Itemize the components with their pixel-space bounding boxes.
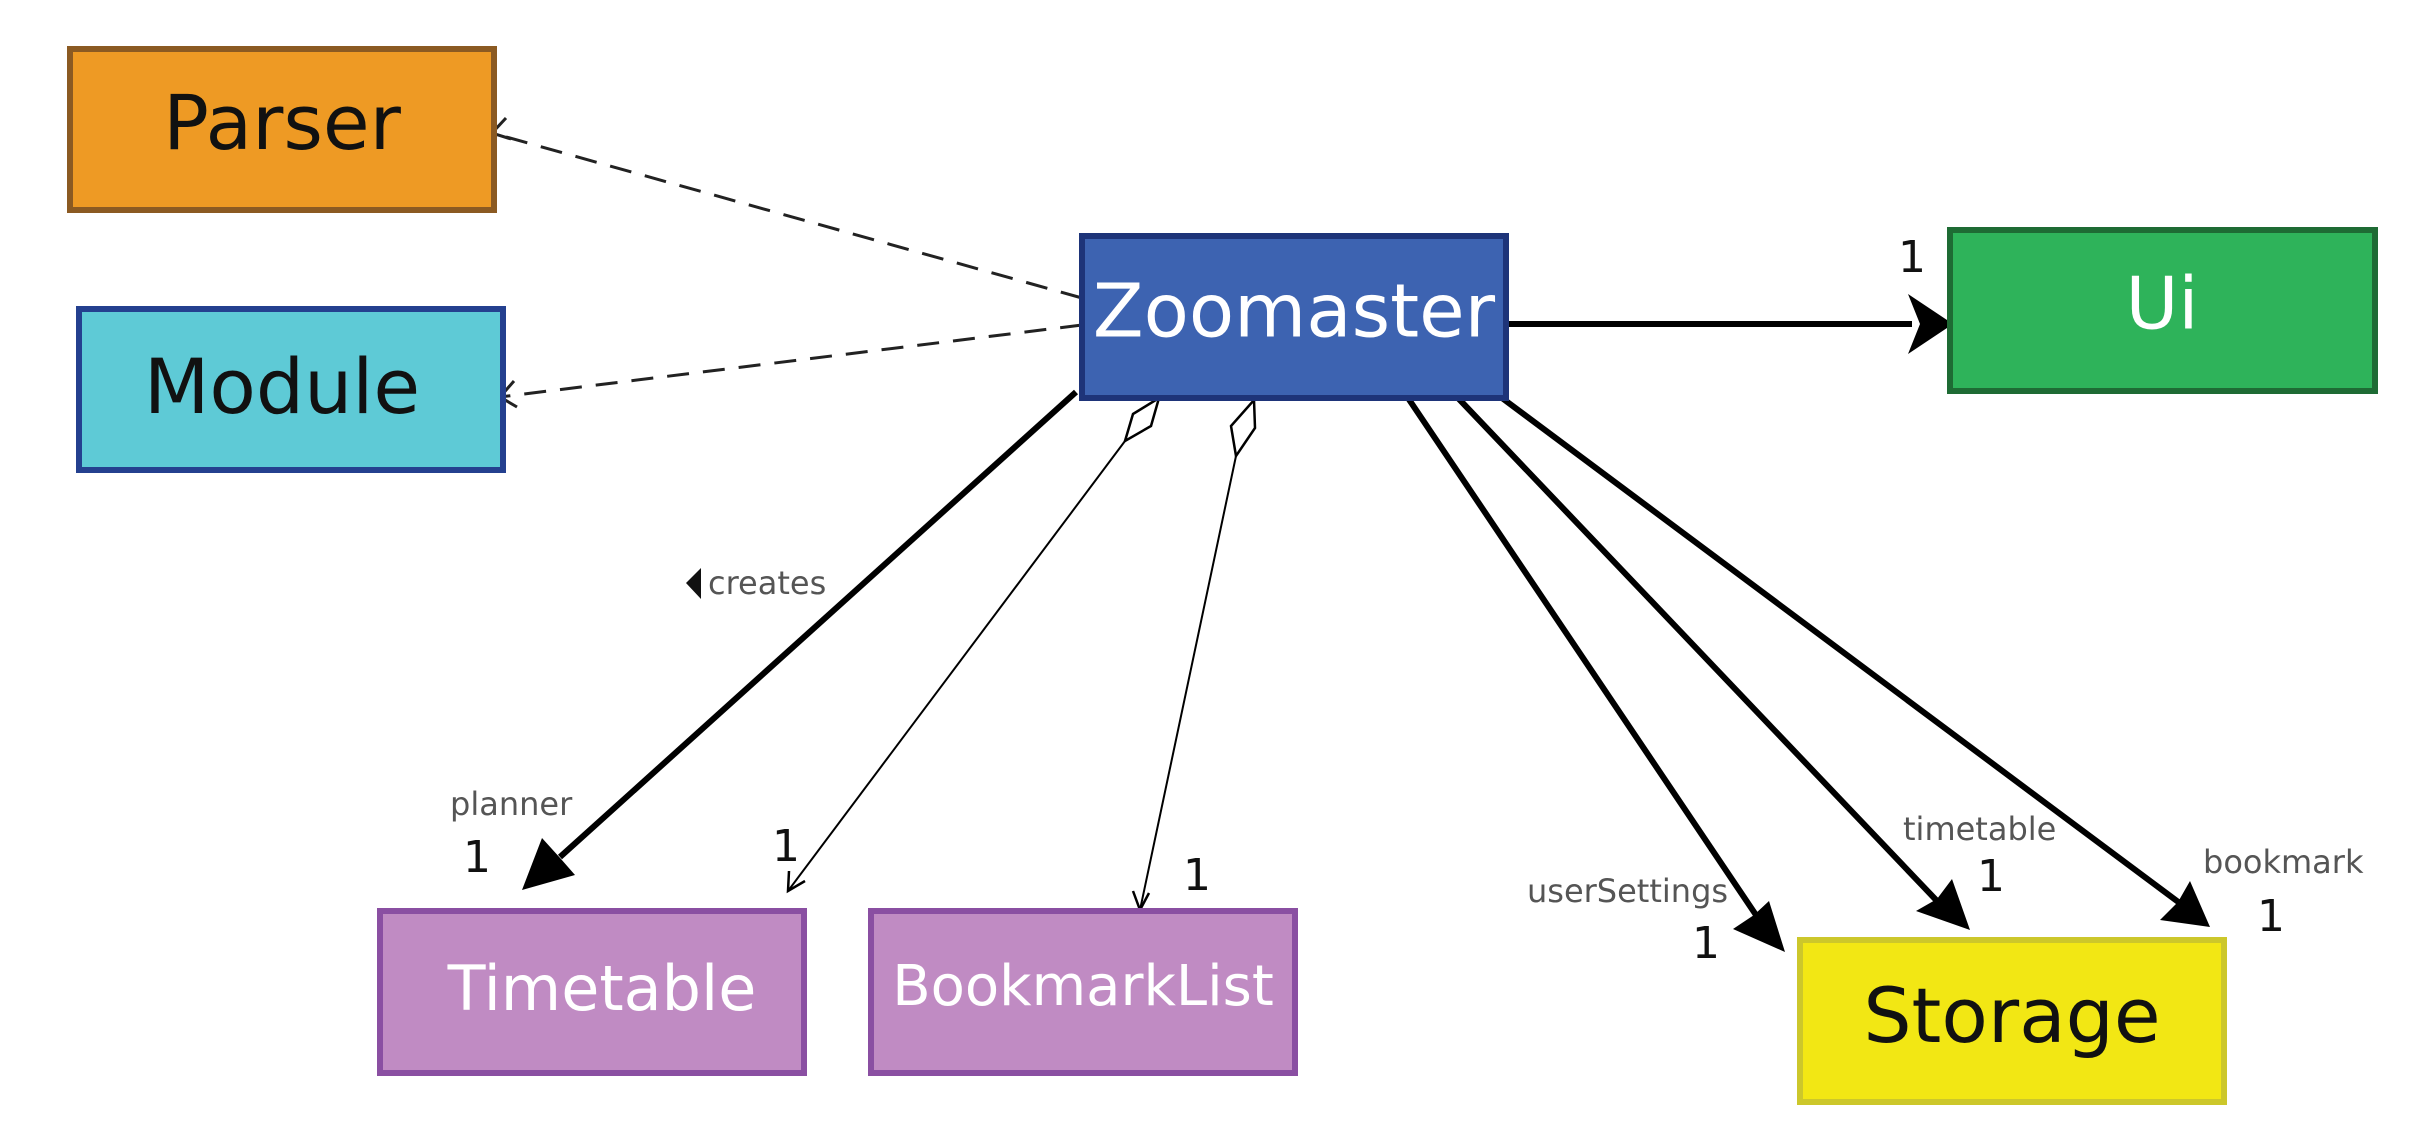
association-storage-usersettings: [1405, 396, 1761, 920]
class-ui-label: Ui: [2126, 262, 2199, 346]
class-timetable-label: Timetable: [447, 952, 757, 1025]
class-bookmarklist: BookmarkList: [868, 908, 1298, 1076]
multiplicity-bookmark-storage: 1: [2257, 891, 2285, 942]
association-storage-timetable: [1455, 395, 1941, 905]
association-storage-bookmark: [1500, 395, 2183, 907]
multiplicity-ui: 1: [1898, 232, 1926, 283]
label-timetable-role: timetable: [1903, 810, 2056, 848]
aggregation-zoomaster-timetable: [787, 440, 1126, 892]
aggregation-timetable-arrowhead: [786, 870, 806, 894]
class-storage: Storage: [1797, 937, 2227, 1105]
aggregation-zoomaster-bookmarklist: [1139, 455, 1237, 911]
dependency-zoomaster-parser: [491, 131, 1083, 300]
aggregation-timetable-diamond: [1122, 395, 1162, 444]
association-storage-usersettings-arrowhead: [1733, 901, 1785, 952]
multiplicity-timetable-storage: 1: [1977, 851, 2005, 902]
association-timetable-arrowhead: [522, 838, 575, 890]
association-zoomaster-timetable: [557, 389, 1079, 860]
multiplicity-bookmarklist-agg: 1: [1183, 850, 1211, 901]
class-zoomaster-label: Zoomaster: [1093, 269, 1496, 355]
creates-direction-triangle-icon: [686, 568, 701, 599]
association-ui-arrowhead: [1908, 294, 1953, 354]
label-creates: creates: [708, 564, 826, 602]
multiplicity-timetable-agg: 1: [772, 821, 800, 872]
class-module-label: Module: [144, 342, 420, 431]
association-storage-timetable-arrowhead: [1916, 879, 1970, 930]
class-parser-label: Parser: [163, 78, 402, 167]
class-storage-label: Storage: [1863, 971, 2160, 1060]
class-bookmarklist-label: BookmarkList: [892, 954, 1274, 1019]
label-bookmark-role: bookmark: [2203, 843, 2364, 881]
association-storage-bookmark-arrowhead: [2160, 881, 2210, 927]
class-parser: Parser: [67, 46, 497, 213]
multiplicity-planner: 1: [463, 832, 491, 883]
class-ui: Ui: [1947, 227, 2378, 394]
multiplicity-usersettings: 1: [1692, 918, 1720, 969]
class-module: Module: [76, 306, 506, 473]
label-usersettings: userSettings: [1527, 872, 1728, 910]
class-timetable: Timetable: [377, 908, 807, 1076]
label-planner: planner: [450, 785, 573, 823]
aggregation-bookmarklist-diamond: [1229, 396, 1257, 460]
dependency-zoomaster-module: [499, 323, 1083, 399]
class-zoomaster: Zoomaster: [1079, 233, 1509, 401]
